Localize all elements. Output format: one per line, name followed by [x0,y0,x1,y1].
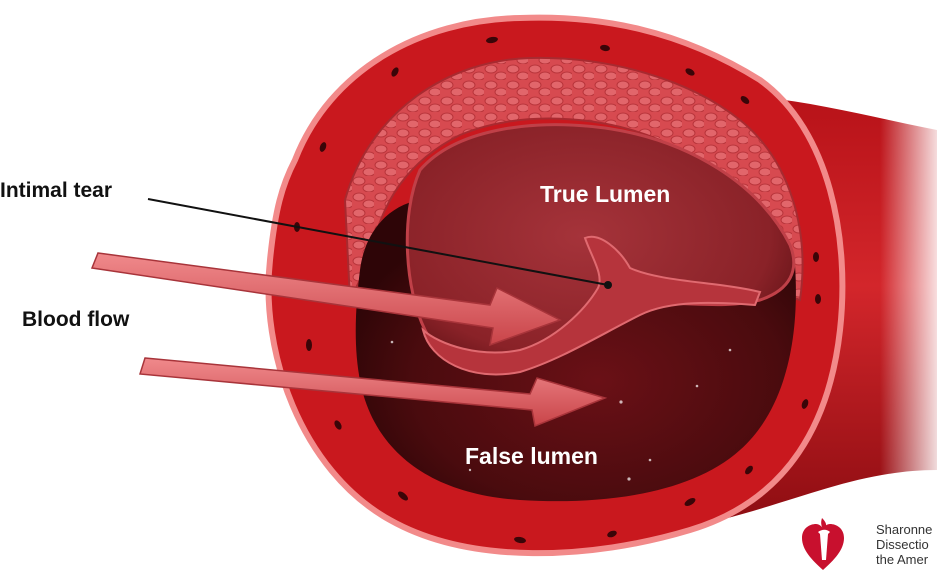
label-true-lumen: True Lumen [540,183,670,206]
label-blood-flow: Blood flow [22,309,129,330]
credit-line-2: Dissectio [876,537,937,552]
image-credit: Sharonne Dissectio the Amer [876,522,937,567]
credit-line-1: Sharonne [876,522,937,537]
label-intimal-tear: Intimal tear [0,180,112,201]
label-false-lumen: False lumen [465,445,598,468]
heart-torch-logo-icon [800,516,846,572]
credit-line-3: the Amer [876,552,937,567]
